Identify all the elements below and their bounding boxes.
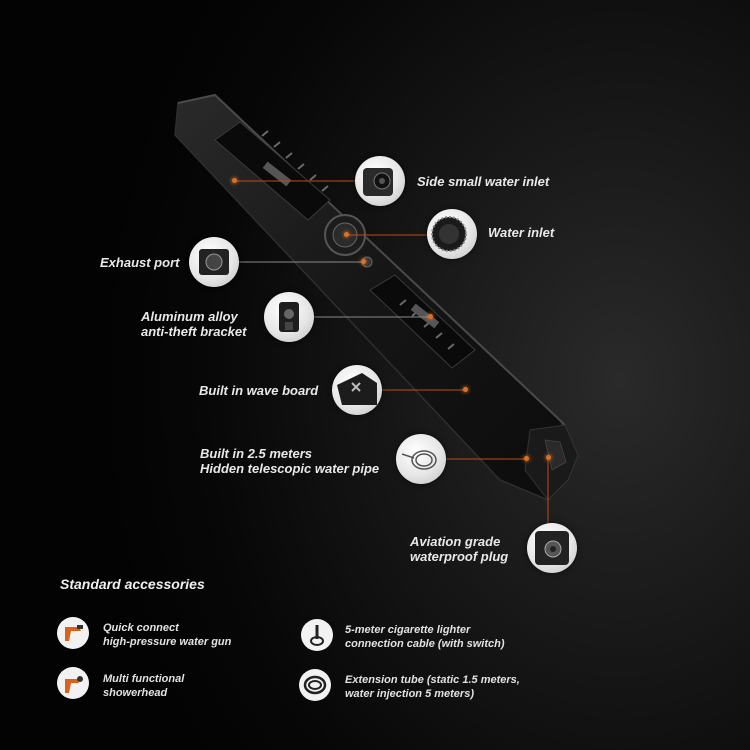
label-side-inlet: Side small water inlet [417,174,550,189]
accessory-water-gun: Quick connect high-pressure water gun [103,622,232,648]
label-pipe: Built in 2.5 meters Hidden telescopic wa… [200,446,380,476]
exhaust-icon [199,249,229,275]
wave-board-icon [337,373,377,405]
showerhead-icon [57,667,89,699]
dot-pipe [524,456,529,461]
label-exhaust: Exhaust port [100,255,180,270]
exhaust-detail [189,237,239,287]
cable-icon [301,619,333,651]
wave-board-detail [332,365,382,415]
water-gun-icon [57,617,89,649]
water-cap-icon [431,216,467,252]
bracket-detail [264,292,314,342]
dot-bracket [428,314,433,319]
dot-plug [546,455,551,460]
accessory-showerhead: Multi functional showerhead [103,673,185,699]
pipe-detail [396,434,446,484]
accessories-title: Standard accessories [60,576,205,592]
label-bracket: Aluminum alloy anti-theft bracket [141,309,247,339]
label-plug: Aviation grade waterproof plug [410,534,509,564]
side-inlet-detail [355,156,405,206]
plug-icon [535,531,569,565]
dot-water-inlet [344,232,349,237]
dot-exhaust [361,259,366,264]
water-inlet-detail [427,209,477,259]
side-inlet-icon [363,168,393,196]
accessory-cable: 5-meter cigarette lighter connection cab… [345,624,505,650]
bracket-icon [279,302,299,332]
accessory-extension-tube: Extension tube (static 1.5 meters, water… [345,674,520,700]
label-water-inlet: Water inlet [488,225,555,240]
plug-detail [527,523,577,573]
tube-icon [299,669,331,701]
dot-side-inlet [232,178,237,183]
coiled-pipe-icon [401,450,437,470]
label-wave-board: Built in wave board [199,383,319,398]
dot-wave-board [463,387,468,392]
